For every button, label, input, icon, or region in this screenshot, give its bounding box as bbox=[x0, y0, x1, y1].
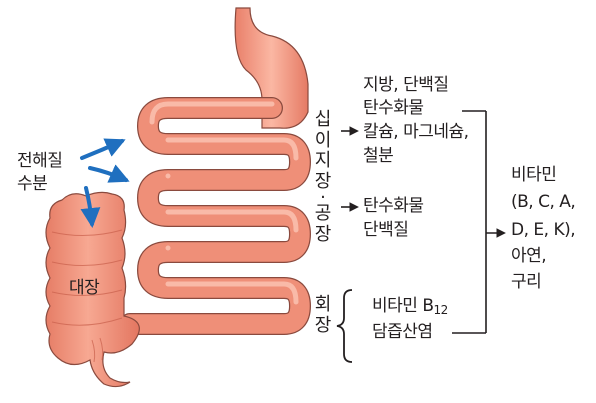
colon-haustra bbox=[51, 229, 123, 363]
absorption-arrows bbox=[80, 138, 130, 228]
vitamin-b-text: 비타민 B bbox=[372, 296, 434, 316]
label-duodenum: 십 이 지 장 · bbox=[313, 109, 333, 208]
colon-shape bbox=[45, 191, 140, 388]
arrow-to-intestine-2 bbox=[88, 164, 130, 183]
all-segments-nutrient: (B, C, A, bbox=[511, 192, 576, 212]
duodenum-nutrient: 탄수화물 bbox=[363, 98, 424, 118]
all-segments-nutrient: 구리 bbox=[511, 272, 542, 292]
jejunum-char: 공 bbox=[314, 203, 332, 224]
label-jejunum: 공 장 bbox=[313, 203, 333, 245]
duodenum-nutrient: 칼슘, 마그네슘, bbox=[363, 122, 469, 142]
arrow-to-colon bbox=[80, 186, 101, 228]
ileum-char: 회 bbox=[314, 294, 332, 315]
ileum-brace bbox=[336, 289, 353, 363]
duodenum-char: 이 bbox=[314, 129, 332, 151]
ileum-vitamin-b12: 비타민 B12 bbox=[372, 296, 448, 321]
label-electrolytes: 전해질 bbox=[17, 151, 63, 171]
duodenum-char: 십 bbox=[314, 109, 332, 130]
duodenum-nutrient: 지방, 단백질 bbox=[363, 75, 449, 95]
jejunum-char: 장 bbox=[314, 223, 332, 245]
label-large-intestine: 대장 bbox=[69, 278, 100, 298]
separator-dot: · bbox=[320, 187, 326, 208]
small-intestine-coil bbox=[119, 97, 311, 335]
summary-bracket bbox=[452, 110, 506, 334]
jejunum-nutrient: 단백질 bbox=[363, 220, 409, 240]
arrow-to-intestine-1 bbox=[80, 138, 126, 160]
duodenum-nutrient: 철분 bbox=[363, 146, 394, 166]
label-water: 수분 bbox=[17, 174, 48, 194]
vitamin-b-subscript: 12 bbox=[433, 303, 449, 317]
duodenum-char: 지 bbox=[314, 150, 332, 171]
all-segments-nutrient: 아연, bbox=[511, 246, 547, 266]
duodenum-char: 장 bbox=[314, 170, 332, 192]
label-ileum: 회 장 bbox=[313, 294, 333, 336]
ileum-char: 장 bbox=[314, 314, 332, 336]
ileum-bile-salts: 담즙산염 bbox=[372, 322, 433, 342]
all-segments-nutrient: D, E, K), bbox=[511, 220, 576, 240]
jejunum-nutrient: 탄수화물 bbox=[363, 196, 424, 216]
stomach-shape bbox=[234, 7, 309, 129]
all-segments-nutrient: 비타민 bbox=[511, 165, 557, 185]
